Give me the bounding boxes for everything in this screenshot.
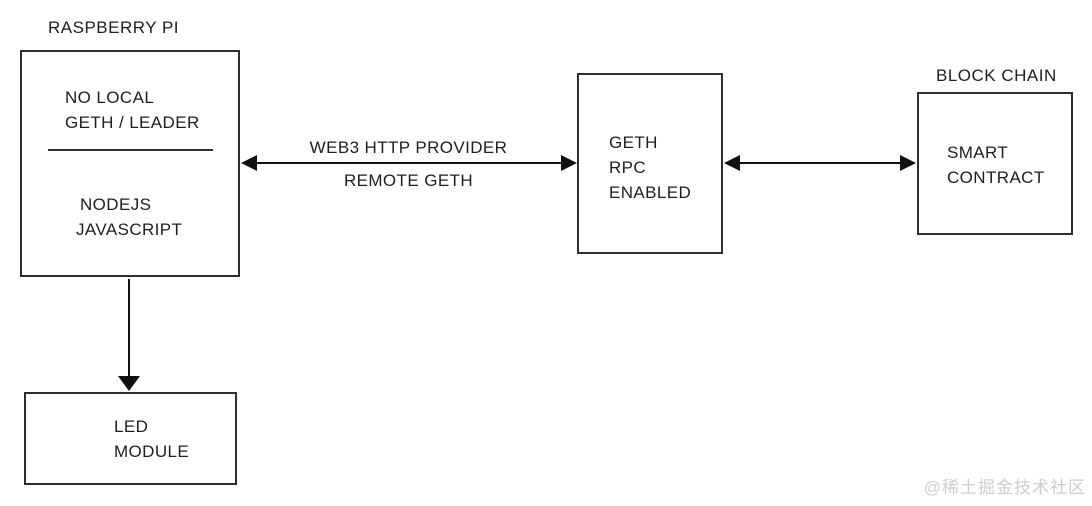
led-arrow	[117, 279, 141, 391]
arrow-line	[257, 162, 561, 164]
blockchain-line1: SMART	[947, 143, 1009, 162]
geth-line3: ENABLED	[609, 183, 692, 202]
geth-box: GETH RPC ENABLED	[577, 73, 723, 254]
raspberry-pi-top-line1: NO LOCAL	[65, 88, 155, 107]
arrowhead-down-icon	[118, 376, 140, 391]
raspberry-pi-top-line2: GETH / LEADER	[65, 113, 200, 132]
arrow-line	[740, 162, 900, 164]
web3-arrow-label-bottom: REMOTE GETH	[343, 171, 474, 190]
raspberry-pi-bottom-line1: NODEJS	[80, 195, 152, 214]
arrowhead-left-icon	[241, 155, 257, 171]
arrow-line	[128, 279, 130, 376]
web3-arrow	[241, 154, 577, 172]
blockchain-line2: CONTRACT	[947, 168, 1045, 187]
raspberry-pi-box: NO LOCAL GETH / LEADER NODEJS JAVASCRIPT	[20, 50, 240, 277]
led-module-line2: MODULE	[114, 442, 190, 461]
led-module-line1: LED	[114, 417, 149, 436]
arrowhead-right-icon	[900, 155, 916, 171]
raspberry-pi-bottom-line2: JAVASCRIPT	[76, 220, 183, 239]
web3-arrow-label-top: WEB3 HTTP PROVIDER	[309, 138, 508, 157]
blockchain-box: SMART CONTRACT	[917, 92, 1073, 235]
geth-blockchain-arrow	[724, 154, 916, 172]
raspberry-pi-title: RASPBERRY PI	[48, 18, 180, 37]
led-module-box: LED MODULE	[24, 392, 237, 485]
blockchain-title: BLOCK CHAIN	[936, 66, 1057, 85]
watermark: @稀土掘金技术社区	[923, 478, 1086, 497]
geth-line2: RPC	[609, 158, 647, 177]
arrowhead-left-icon	[724, 155, 740, 171]
raspberry-pi-divider	[48, 149, 213, 151]
arrowhead-right-icon	[561, 155, 577, 171]
geth-line1: GETH	[609, 133, 658, 152]
